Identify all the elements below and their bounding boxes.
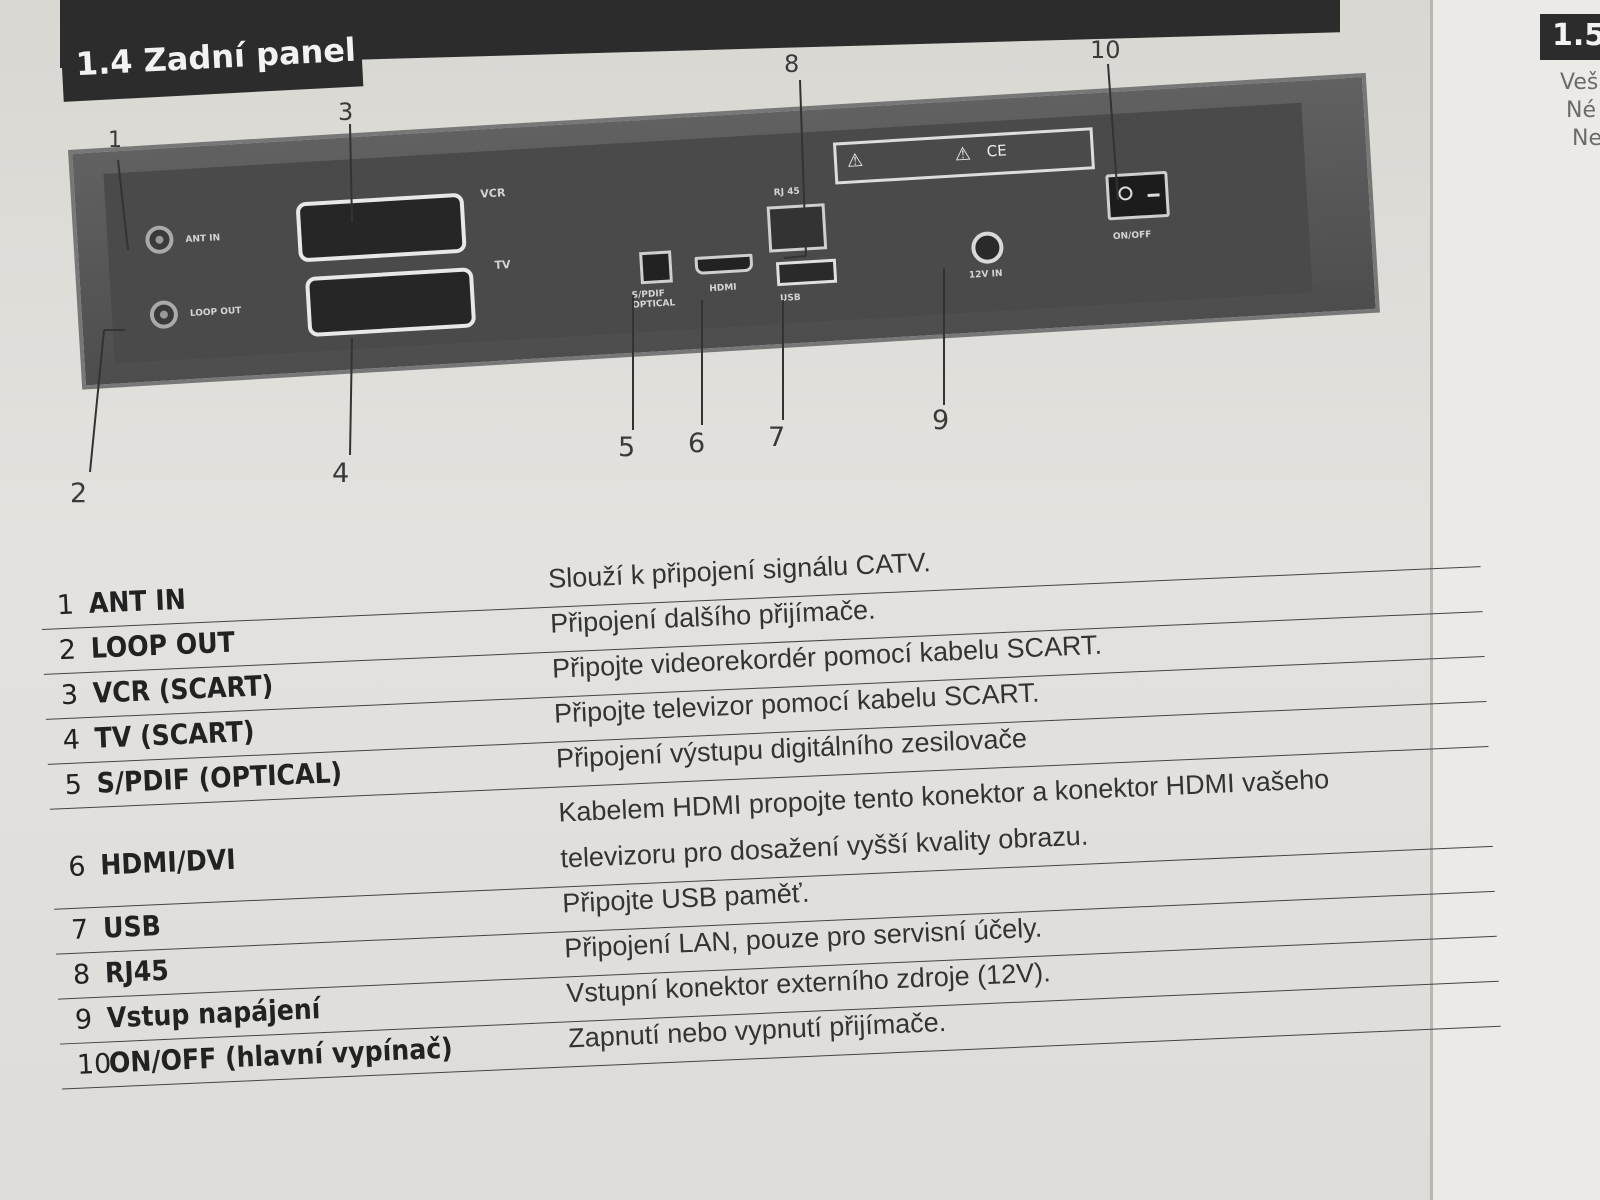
facing-page-text-line: Né <box>1566 98 1596 123</box>
callout-line-8b <box>783 255 807 259</box>
next-section-title: 1.5 <box>1540 14 1600 60</box>
row-number: 6 <box>67 851 87 884</box>
row-number: 3 <box>60 679 79 712</box>
row-number: 4 <box>62 724 81 757</box>
callout-line-10 <box>1107 63 1119 201</box>
facing-page <box>1430 0 1600 1200</box>
row-number: 1 <box>56 589 75 622</box>
callout-8: 8 <box>784 50 800 78</box>
row-number: 5 <box>64 769 83 802</box>
callout-10: 10 <box>1090 36 1121 64</box>
callout-4: 4 <box>332 458 350 489</box>
row-number: 7 <box>70 914 89 946</box>
callout-line-8 <box>799 79 807 257</box>
callout-2: 2 <box>70 478 88 509</box>
row-number: 2 <box>58 634 77 667</box>
row-number: 10 <box>76 1048 112 1081</box>
callout-lines <box>89 63 1119 473</box>
callout-5: 5 <box>618 432 636 463</box>
callout-line-3 <box>349 123 353 223</box>
callout-3: 3 <box>338 98 354 126</box>
connector-table: 1 ANT IN Slouží k připojení signálu CATV… <box>40 522 1501 1090</box>
callout-7: 7 <box>768 422 786 453</box>
row-number: 8 <box>72 959 91 991</box>
callout-9: 9 <box>932 405 950 436</box>
callout-line-1 <box>117 159 129 251</box>
callout-1: 1 <box>108 128 122 153</box>
facing-page-text-line: Ne <box>1572 126 1600 151</box>
row-number: 9 <box>74 1004 93 1036</box>
callout-6: 6 <box>688 428 706 459</box>
callout-line-4 <box>349 337 353 456</box>
facing-page-text-line: Veš <box>1560 70 1599 95</box>
callout-line-2 <box>89 329 105 473</box>
